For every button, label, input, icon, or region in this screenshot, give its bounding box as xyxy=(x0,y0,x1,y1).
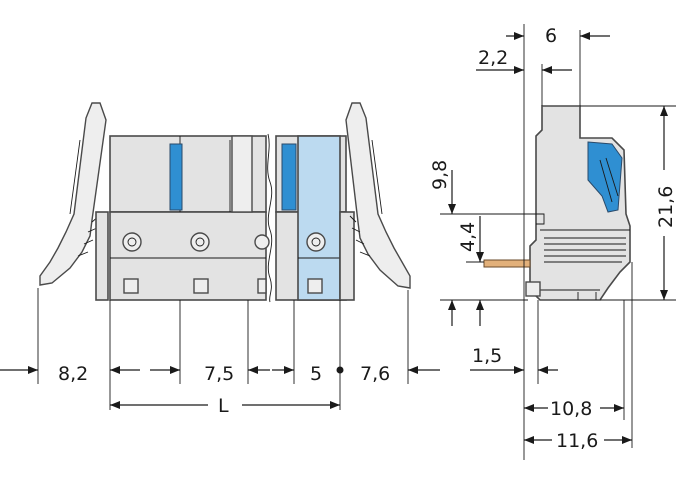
dim-11-6: 11,6 xyxy=(556,430,598,452)
screw-hole xyxy=(190,232,210,252)
dim-1-5: 1,5 xyxy=(472,345,502,367)
left-locking-lever xyxy=(39,102,109,301)
solder-pin xyxy=(483,259,531,268)
front-view: 8,2 7,5 5 7,6 L xyxy=(0,102,440,417)
dim-7-6: 7,6 xyxy=(360,363,390,385)
test-opening xyxy=(193,278,209,294)
front-extension-lines xyxy=(37,288,409,410)
side-dim-9-8: 9,8 xyxy=(429,160,456,326)
front-dimension-total: L xyxy=(110,395,340,417)
side-dim-21-6: 21,6 xyxy=(655,106,677,300)
side-view: 6 2,2 9,8 4,4 xyxy=(429,24,677,460)
dim-9-8: 9,8 xyxy=(429,160,451,190)
dim-5: 5 xyxy=(310,363,322,385)
side-dim-6: 6 xyxy=(506,25,610,47)
test-opening xyxy=(307,278,323,294)
side-dim-2-2: 2,2 xyxy=(476,47,572,74)
dim-7-5: 7,5 xyxy=(204,363,234,385)
contact-slot xyxy=(169,143,183,211)
test-opening xyxy=(123,278,139,294)
screw-hole xyxy=(254,234,270,250)
dim-2-2: 2,2 xyxy=(478,47,508,69)
dim-6: 6 xyxy=(545,25,557,47)
side-dim-1-5: 1,5 xyxy=(470,345,558,374)
side-extension-lines xyxy=(440,24,676,460)
screw-hole xyxy=(306,232,326,252)
contact-slot xyxy=(281,143,297,211)
right-locking-lever xyxy=(339,102,411,301)
dim-8-2: 8,2 xyxy=(58,363,88,385)
break-line xyxy=(267,133,273,303)
side-housing xyxy=(525,105,631,301)
dim-10-8: 10,8 xyxy=(550,398,592,420)
dim-L: L xyxy=(218,395,229,417)
side-dim-4-4: 4,4 xyxy=(457,216,484,326)
screw-hole xyxy=(122,232,142,252)
highlighted-pole xyxy=(297,135,341,301)
dim-4-4: 4,4 xyxy=(457,222,479,252)
side-dim-10-8: 10,8 xyxy=(524,398,624,420)
dim-21-6: 21,6 xyxy=(655,186,677,228)
housing-module-right xyxy=(275,135,347,301)
side-dim-11-6: 11,6 xyxy=(524,430,632,452)
housing-module-left xyxy=(109,135,270,301)
front-dimension-row: 8,2 7,5 5 7,6 xyxy=(0,363,440,385)
